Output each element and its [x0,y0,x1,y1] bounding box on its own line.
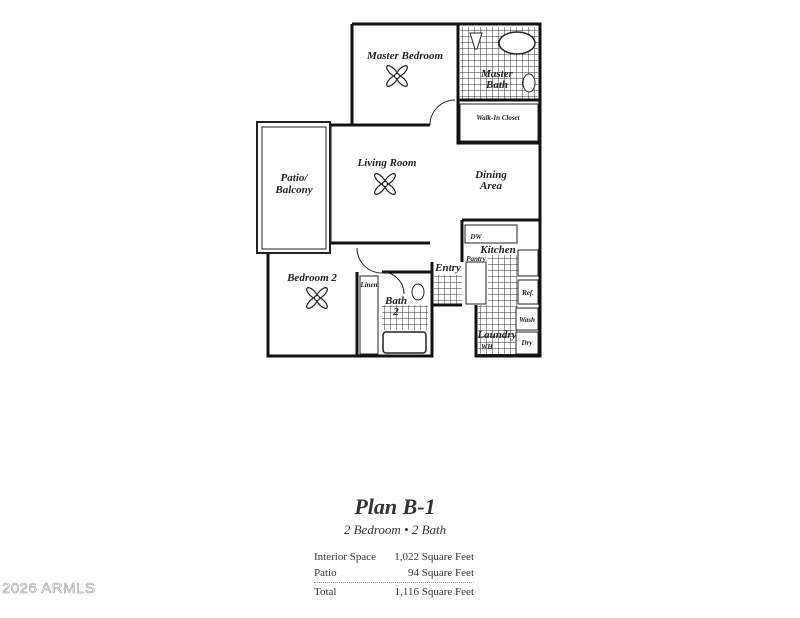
ceiling-fan-icon [304,285,330,311]
linen-closet [359,275,379,355]
label-dining: Dining [474,169,507,181]
pantry [465,261,487,305]
area-value: 1,022 Square Feet [394,551,474,563]
stove [517,249,539,277]
plan-subtitle: 2 Bedroom • 2 Bath [343,522,447,537]
divider [314,582,474,583]
bath2-tile [382,305,428,330]
master-toilet [469,32,483,50]
label-balcony: Balcony [274,184,312,196]
label-bath-2: Bath [384,295,407,307]
label-wash: Wash [519,316,535,324]
label-laundry: Laundry [476,329,516,341]
area-value: 94 Square Feet [408,567,474,579]
label-ref: Ref. [521,289,534,297]
plan-title: Plan B-1 [354,494,436,519]
bath2-sink [411,283,425,301]
label-living-room: Living Room [357,157,417,169]
area-row: Interior Space 1,022 Square Feet [314,551,474,563]
label-dry: Dry [521,339,534,347]
label-bath-2-num: 2 [392,306,399,318]
area-label: Patio [314,567,337,579]
label-master-bath: Master [480,68,514,80]
entry-tile [434,275,462,305]
watermark: 2026 ARMLS [2,580,96,598]
master-tub [498,31,536,55]
label-pantry: Pantry [466,255,486,263]
washer [515,307,539,331]
ceiling-fan-icon [384,63,410,89]
label-kitchen: Kitchen [479,244,515,256]
label-master-bath-2: Bath [485,79,508,91]
master-sink [522,73,536,93]
area-row: Patio 94 Square Feet [314,567,474,579]
refrigerator [517,279,539,305]
closet [459,103,539,142]
patio [256,121,331,254]
area-label: Total [314,586,337,598]
bath2-tub [382,331,427,354]
label-linen: Linen [359,281,377,289]
label-dining-2: Area [479,180,503,192]
ceiling-fan-icon [372,171,398,197]
door-swings [356,99,456,295]
area-value: 1,116 Square Feet [394,586,474,598]
label-entry: Entry [434,262,461,274]
dryer [515,331,539,355]
label-master-bedroom: Master Bedroom [366,50,444,62]
label-dw: DW [469,233,482,241]
laundry-tile [478,305,518,355]
label-wh: WH [481,343,493,351]
area-label: Interior Space [314,551,376,563]
counter [464,224,518,244]
label-bedroom-2: Bedroom 2 [286,272,337,284]
label-patio: Patio/ [281,172,309,184]
label-walk-in-closet: Walk-In Closet [476,114,520,122]
area-row-total: Total 1,116 Square Feet [314,586,474,598]
